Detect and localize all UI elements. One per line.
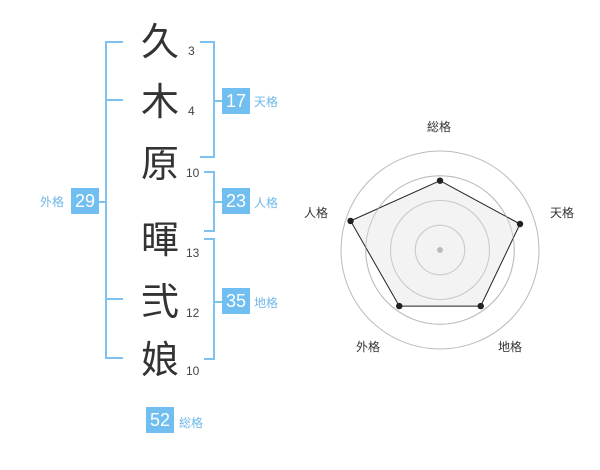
- stroke-count-given-1: 13: [186, 246, 200, 260]
- radar-inner-ring-1: [414, 224, 466, 276]
- given-char-2: 弐: [140, 280, 179, 324]
- tenkaku-label: 天格: [254, 95, 279, 109]
- radar-inner-ring-2: [390, 200, 490, 300]
- soukaku-label: 総格: [179, 416, 204, 430]
- radar-point-jinkaku: [347, 217, 354, 225]
- radar-point-tenkaku: [516, 220, 524, 228]
- stroke-count-given-3: 10: [186, 364, 200, 378]
- radar-point-soukaku: [436, 177, 444, 184]
- tenkaku-badge: 17: [222, 88, 250, 114]
- given-char-1: 暉: [140, 218, 179, 262]
- surname-char-2: 木: [140, 80, 179, 124]
- gaikaku-badge: 29: [71, 188, 99, 214]
- chikaku-label: 地格: [254, 296, 279, 310]
- stroke-count-given-2: 12: [186, 306, 200, 320]
- radar-point-chikaku: [477, 302, 484, 310]
- radar-axis-label-gaikaku: 外格: [356, 340, 381, 354]
- radar-axis-label-chikaku: 地格: [498, 340, 523, 354]
- radar-axis-label-soukaku: 総格: [427, 120, 452, 134]
- radar-point-gaikaku: [396, 302, 403, 310]
- gaikaku-label: 外格: [40, 195, 65, 209]
- soukaku-badge: 52: [146, 407, 174, 433]
- radar-axis-label-tenkaku: 天格: [550, 206, 575, 220]
- radar-center-dot: [437, 247, 443, 253]
- jinkaku-label: 人格: [254, 196, 279, 210]
- chikaku-badge: 35: [222, 288, 250, 314]
- stroke-count-surname-2: 4: [188, 104, 195, 118]
- radar-axis-label-jinkaku: 人格: [304, 206, 329, 220]
- surname-char-3: 原: [140, 142, 179, 186]
- stroke-count-surname-3: 10: [186, 166, 200, 180]
- radar-inner-ring-3: [365, 175, 515, 325]
- given-char-3: 娘: [140, 338, 179, 382]
- surname-char-1: 久: [140, 20, 179, 64]
- stroke-count-surname-1: 3: [188, 44, 195, 58]
- jinkaku-badge: 23: [222, 188, 250, 214]
